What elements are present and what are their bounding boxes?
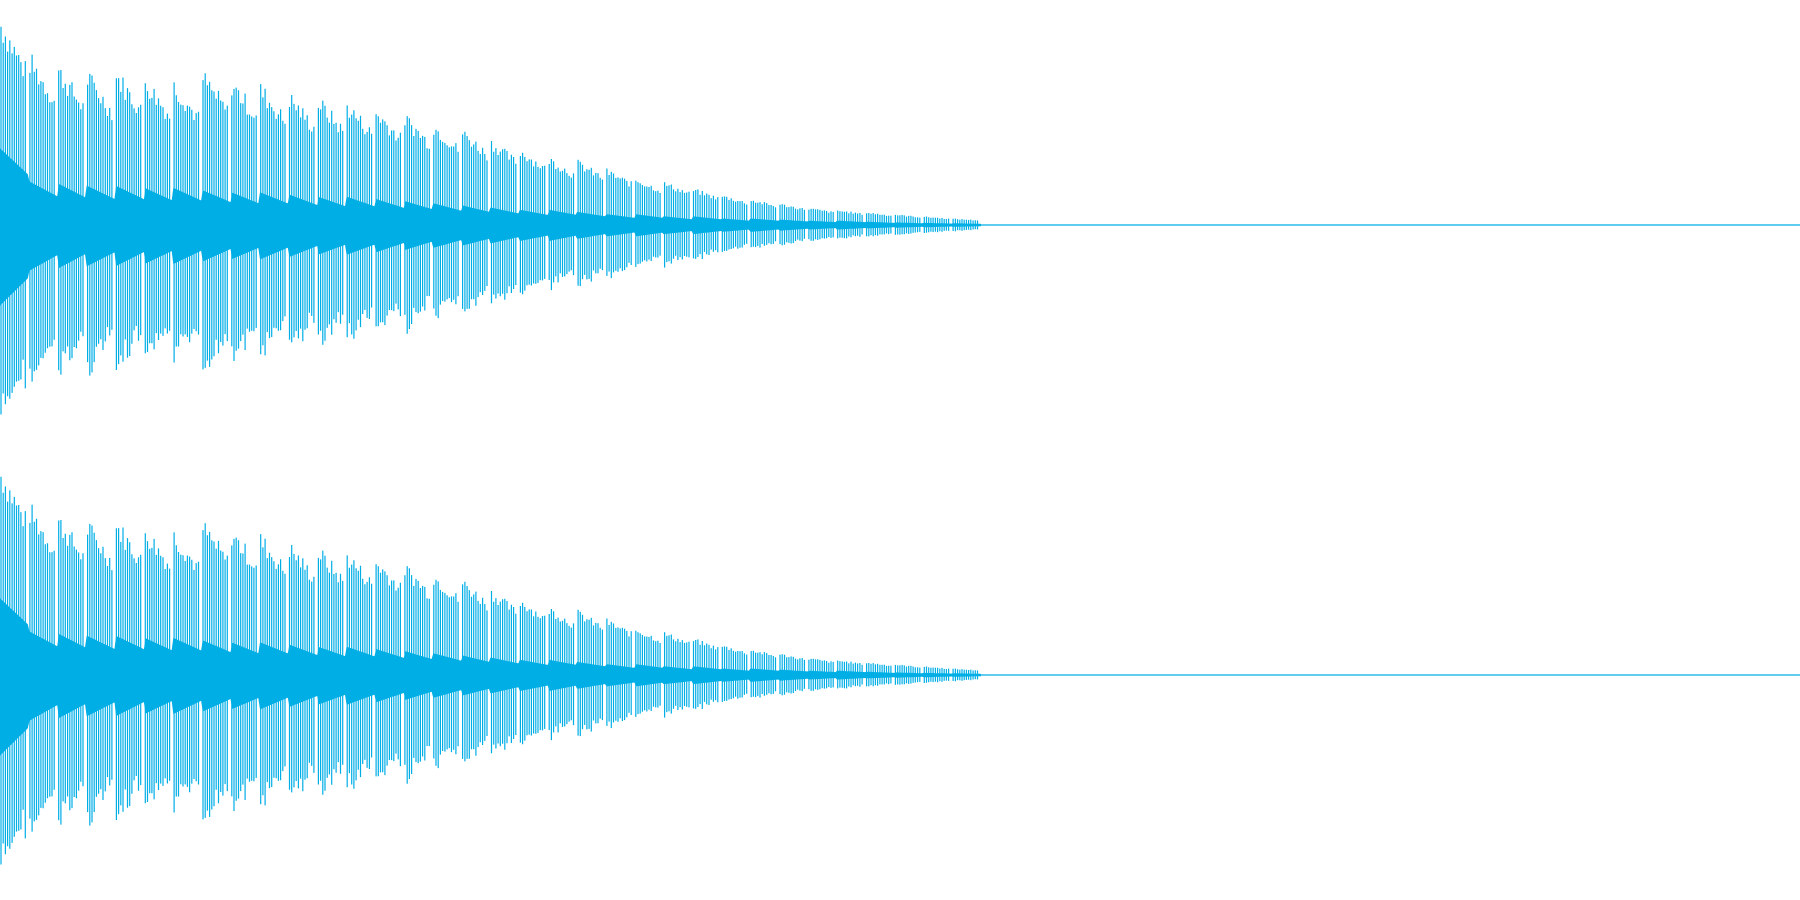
waveform-body xyxy=(0,148,981,306)
waveform-channel-left[interactable] xyxy=(0,26,1800,415)
waveform-channel-right[interactable] xyxy=(0,476,1800,865)
waveform-body xyxy=(0,598,981,756)
